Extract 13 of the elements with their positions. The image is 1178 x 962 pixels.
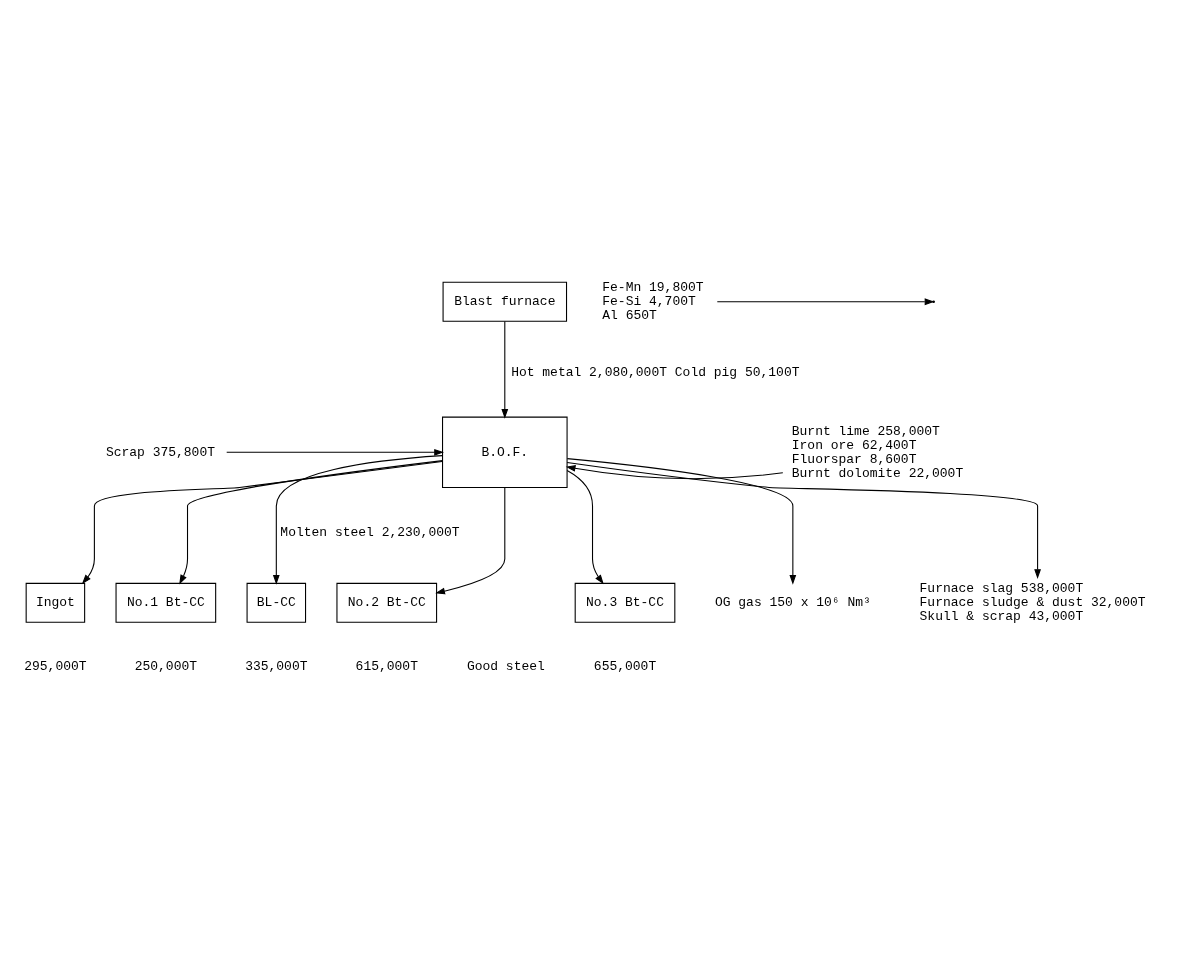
node-text: Fe-Mn 19,800T Fe-Si 4,700T Al 650T <box>602 280 704 324</box>
node-label: 335,000T <box>245 658 308 674</box>
node-label: 655,000T <box>593 658 657 674</box>
node-text: Scrap 375,800T <box>105 444 215 460</box>
node-label: 295,000T <box>24 658 87 674</box>
node-label: 250,000T <box>134 658 198 674</box>
node-text: OG gas 150 x 10⁶ Nm³ <box>714 595 871 611</box>
node-text: Furnace slag 538,000T Furnace sludge & dust 32,000T Skull & scrap 43,000T <box>919 581 1146 625</box>
label: Good steel <box>466 658 545 674</box>
node-text: Burnt lime 258,000T Iron ore 62,400T Fluorspar 8,600T Burnt dolomite 22,000T <box>791 423 964 481</box>
node-label: 615,000T <box>355 658 418 674</box>
edge-label: Molten steel 2,230,000T <box>280 524 460 540</box>
edge-label: Hot metal 2,080,000T Cold pig 50,100T <box>511 364 800 380</box>
